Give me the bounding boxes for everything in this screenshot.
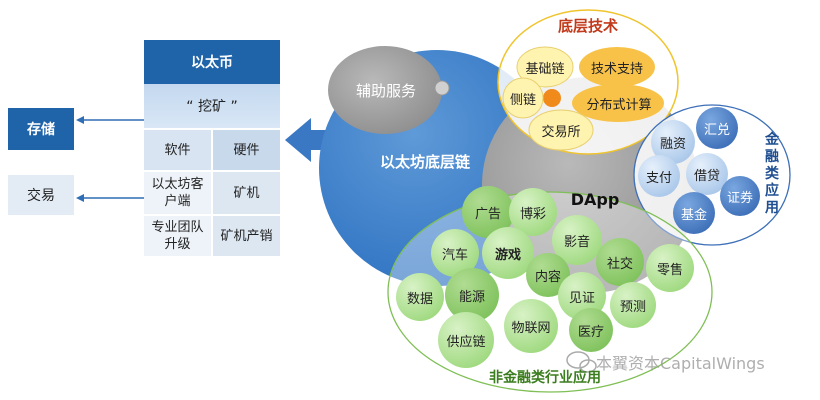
nonfinance-item-6: 社交 <box>606 256 633 272</box>
nonfinance-item-0: 广告 <box>474 206 501 222</box>
base-chain-label: 以太坊底层链 <box>379 152 470 171</box>
nonfinance-item-10: 见证 <box>568 290 595 306</box>
storage-box: 存储 <box>8 108 74 150</box>
miner-sales-cell: 矿机产销 <box>213 216 280 256</box>
hardware-cell: 硬件 <box>213 130 280 170</box>
nonfinance-item-8: 数据 <box>406 291 433 307</box>
miner-cell: 矿机 <box>213 172 280 214</box>
client-cell: 以太坊客户端 <box>144 172 211 214</box>
finance-item-5: 基金 <box>680 207 707 223</box>
bubble-exchange <box>528 109 594 151</box>
nonfinance-item-4: 影音 <box>563 234 590 250</box>
bubble-distributed <box>572 84 664 122</box>
base-tech-title: 底层技术 <box>557 16 618 35</box>
aux-service-label: 辅助服务 <box>355 81 416 100</box>
nonfinance-item-1: 博彩 <box>519 206 546 222</box>
nonfinance-item-13: 物联网 <box>511 320 551 336</box>
finance-item-4: 证券 <box>726 190 753 206</box>
watermark: 本翼资本CapitalWings <box>596 354 765 373</box>
bubble-side-chain <box>502 77 544 119</box>
bubble-fund <box>673 192 715 234</box>
bubble-tech-support <box>579 47 655 87</box>
bubble-medical <box>569 308 613 352</box>
bubble-gambling <box>509 188 557 236</box>
bubble-data <box>396 273 444 321</box>
nonfinance-item-2: 汽车 <box>441 247 468 263</box>
bubble-payment <box>638 155 680 197</box>
bubble-energy <box>445 268 499 322</box>
nonfinance-item-7: 零售 <box>656 262 683 278</box>
left-panel: 以太币 “ 挖矿 ” 软件 硬件 以太坊客户端 矿机 专业团队升级 矿机产销 <box>144 40 280 256</box>
bubble-forecast <box>610 282 656 328</box>
bubble-media <box>552 215 602 265</box>
wechat-icon <box>566 351 597 373</box>
nonfinance-item-3: 游戏 <box>494 247 521 263</box>
nonfinance-item-14: 医疗 <box>577 324 604 340</box>
bubble-game <box>482 227 534 279</box>
finance-title: 金融类应用 <box>765 132 779 216</box>
nonfinance-item-9: 能源 <box>458 289 485 305</box>
base-tech-item-0: 基础链 <box>525 61 565 77</box>
nonfinance-title: 非金融类行业应用 <box>489 370 601 386</box>
bubble-social <box>596 238 644 286</box>
aux-service-bubble <box>328 46 442 134</box>
base-tech-item-1: 技术支持 <box>590 61 643 77</box>
bubble-car <box>431 229 479 277</box>
bubble-securities <box>720 176 760 216</box>
bubble-exchange-rate <box>696 107 738 149</box>
base-tech-item-4: 交易所 <box>541 124 581 140</box>
bubble-iot <box>504 299 558 353</box>
bubble-witness <box>558 272 606 320</box>
arrow-to-panel <box>285 118 345 162</box>
bubble-financing <box>651 120 695 164</box>
bubble-supply-chain <box>438 312 494 368</box>
trade-box: 交易 <box>8 175 74 215</box>
bubble-lending <box>686 153 728 195</box>
ether-header: 以太币 <box>144 40 280 84</box>
finance-item-2: 支付 <box>645 170 672 186</box>
nonfinance-item-11: 预测 <box>619 299 646 315</box>
nonfinance-item-12: 供应链 <box>446 334 486 350</box>
bubble-retail <box>646 244 694 292</box>
dapp-label: DApp <box>570 189 620 209</box>
bubble-content <box>526 253 570 297</box>
finance-item-3: 借贷 <box>693 168 720 184</box>
software-cell: 软件 <box>144 130 211 170</box>
team-cell: 专业团队升级 <box>144 216 211 256</box>
base-tech-item-2: 侧链 <box>509 92 536 108</box>
base-tech-item-3: 分布式计算 <box>586 97 652 113</box>
finance-item-1: 融资 <box>659 136 686 152</box>
finance-item-0: 汇兑 <box>703 122 730 138</box>
bubble-ads <box>462 186 514 238</box>
mining-cell: “ 挖矿 ” <box>144 84 280 128</box>
nonfinance-item-5: 内容 <box>534 269 561 285</box>
bubble-base-chain <box>516 46 574 88</box>
